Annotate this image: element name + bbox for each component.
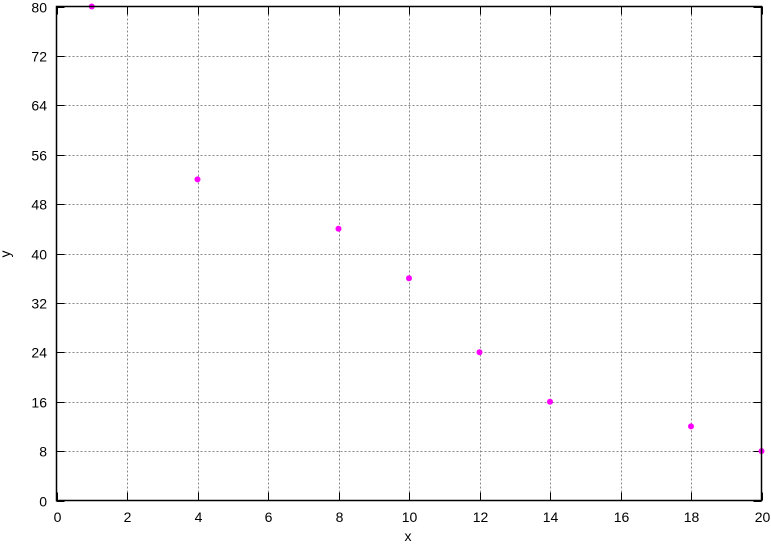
data-points (88, 3, 765, 455)
data-point (406, 275, 412, 282)
y-tick-label: 56 (31, 148, 47, 164)
x-tick-label: 10 (402, 509, 418, 525)
data-point (476, 349, 483, 356)
x-tick-label: 2 (124, 509, 132, 525)
data-point (688, 423, 694, 430)
data-point (194, 176, 201, 183)
data-point (547, 398, 553, 405)
y-tick-label: 32 (31, 296, 47, 312)
x-tick-label: 20 (755, 509, 771, 525)
y-axis-label: y (0, 251, 13, 258)
y-tick-label: 40 (31, 247, 47, 263)
plot-frame (55, 5, 763, 502)
x-tick-label: 8 (336, 509, 344, 525)
y-tick-label: 64 (31, 98, 47, 114)
x-tick-label: 6 (265, 509, 273, 525)
data-point (335, 225, 342, 232)
grid-lines (56, 6, 762, 501)
x-axis-label: x (405, 528, 412, 544)
x-tick-label: 12 (473, 509, 489, 525)
y-tick-label: 24 (31, 345, 47, 361)
y-tick-label: 0 (39, 494, 47, 510)
x-tick-label: 0 (54, 509, 62, 525)
y-tick-label: 48 (31, 197, 47, 213)
x-tick-label: 18 (684, 509, 700, 525)
y-tick-label: 72 (31, 49, 47, 65)
x-tick-label: 4 (195, 509, 203, 525)
y-tick-label: 16 (31, 395, 47, 411)
y-tick-label: 80 (31, 0, 47, 16)
y-tick-label: 8 (39, 444, 47, 460)
x-tick-label: 16 (614, 509, 630, 525)
x-tick-label: 14 (543, 509, 559, 525)
